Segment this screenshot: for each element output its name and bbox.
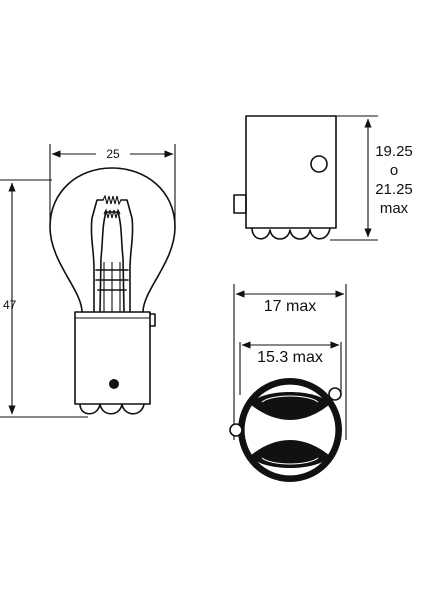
width-label: 25 <box>106 147 120 161</box>
bayonet-pin-right <box>328 387 342 401</box>
base-height-label-line3: 21.25 <box>375 181 413 198</box>
outer-diameter-label: 17 max <box>264 298 316 315</box>
height-extension-lines <box>0 179 88 418</box>
base-height-label-line2: o <box>390 162 398 179</box>
base-height-label-line4: max <box>380 200 409 217</box>
bulb-base <box>74 311 151 405</box>
base-side-pin <box>233 194 247 214</box>
base-side-bump <box>149 313 156 327</box>
top-view-extension-lines <box>233 284 347 440</box>
bayonet-pin <box>109 379 119 389</box>
inner-diameter-label: 15.3 max <box>257 349 323 366</box>
bayonet-pin-left <box>229 423 243 437</box>
lower-contact-highlight <box>261 457 319 465</box>
upper-contact-highlight <box>261 395 319 403</box>
base-side-view: 19.25 o 21.25 max <box>233 115 413 241</box>
base-body <box>245 115 337 229</box>
base-contacts <box>251 227 331 240</box>
inner-extension-lines <box>239 342 342 395</box>
upper-contact <box>250 392 330 420</box>
bulb-glass-outline <box>49 167 176 313</box>
base-height-label-line1: 19.25 <box>375 143 413 160</box>
lower-contact <box>250 440 330 468</box>
base-height-extension-lines <box>330 115 378 241</box>
filament-assembly <box>90 194 134 313</box>
bulb-contacts <box>79 403 145 415</box>
contacts-top-view: 17 max 15.3 max <box>229 284 347 482</box>
base-pin-hole <box>310 155 328 173</box>
bulb-side-view: 25 47 <box>0 144 176 418</box>
height-label: 47 <box>3 298 17 312</box>
